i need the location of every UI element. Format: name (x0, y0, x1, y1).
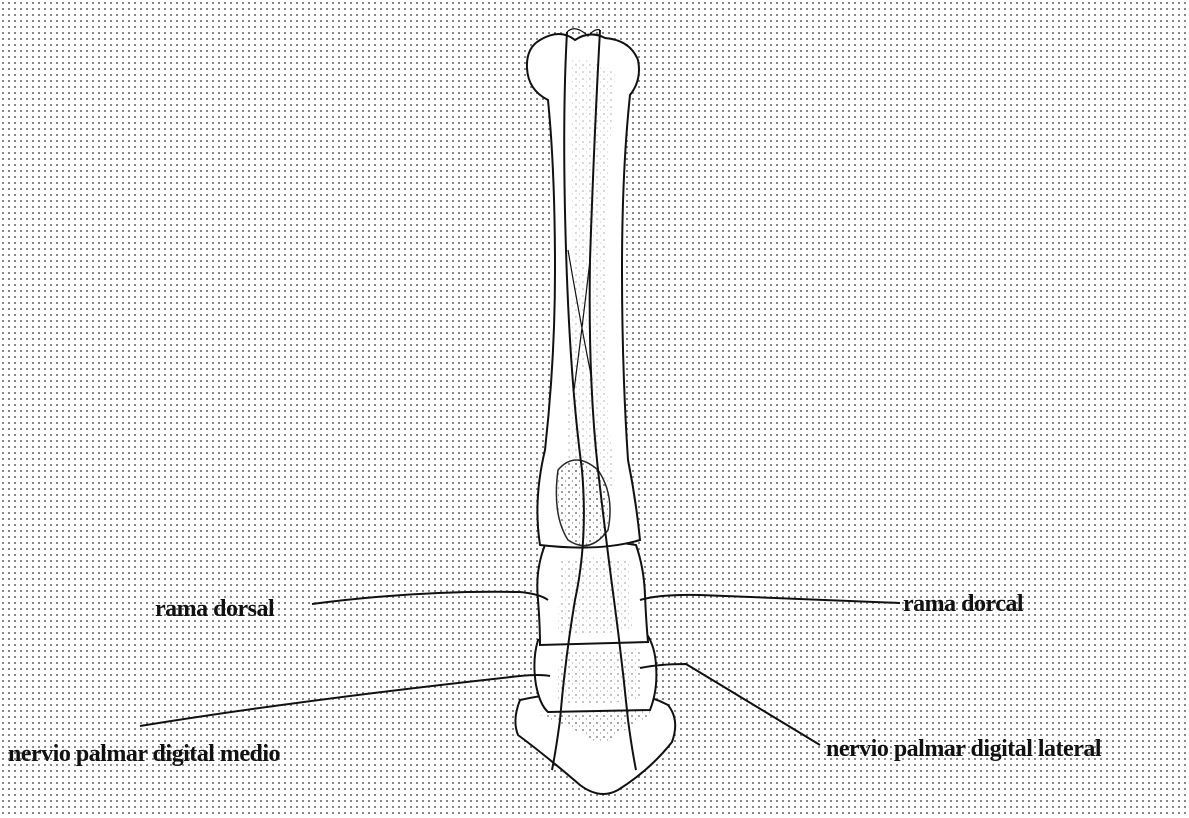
label-rama-dorsal-left: rama dorsal (155, 597, 274, 621)
label-nervio-palmar-digital-lateral: nervio palmar digital lateral (826, 737, 1101, 761)
middle-phalanx-shading (556, 648, 642, 703)
proximal-phalanx-shading (558, 558, 632, 634)
leader-line-rama-dorsal-right (640, 595, 900, 603)
leader-line-rama-dorsal-left (312, 592, 548, 604)
label-rama-dorsal-right: rama dorcal (903, 592, 1023, 616)
leader-line-nervio-medio (140, 675, 550, 726)
label-nervio-palmar-digital-medio: nervio palmar digital medio (8, 742, 280, 766)
